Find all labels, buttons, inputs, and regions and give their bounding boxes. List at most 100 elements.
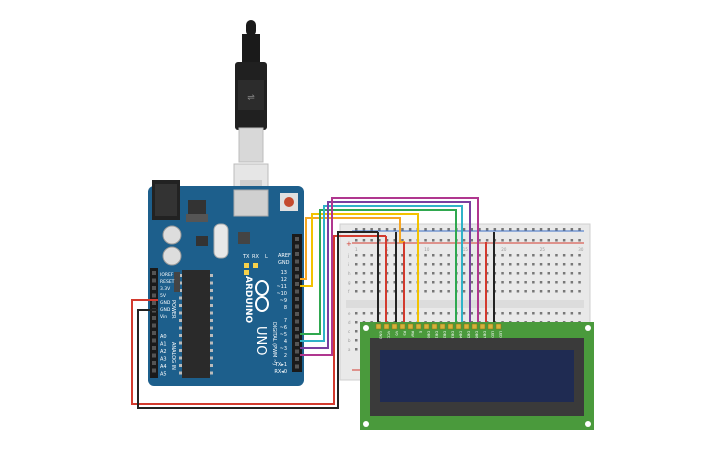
rail-hole[interactable] [555, 228, 558, 231]
lcd-pin[interactable] [439, 323, 446, 330]
bb-hole[interactable] [378, 263, 381, 266]
rail-hole[interactable] [532, 239, 535, 242]
header-hole[interactable] [295, 252, 299, 256]
bb-hole[interactable] [539, 281, 543, 284]
bb-hole[interactable] [447, 254, 450, 257]
bb-hole[interactable] [570, 312, 574, 315]
bb-hole[interactable] [470, 290, 474, 293]
bb-hole[interactable] [509, 290, 512, 293]
bb-hole[interactable] [578, 312, 581, 315]
bb-hole[interactable] [562, 281, 566, 284]
lcd-pin[interactable] [399, 323, 406, 330]
bb-hole[interactable] [501, 263, 504, 266]
bb-hole[interactable] [393, 254, 397, 257]
bb-hole[interactable] [447, 272, 450, 275]
bb-hole[interactable] [401, 254, 404, 257]
lcd-pin[interactable] [495, 323, 502, 330]
lcd-pin[interactable] [407, 323, 414, 330]
rail-hole[interactable] [539, 228, 543, 231]
rail-hole[interactable] [408, 239, 412, 242]
bb-hole[interactable] [478, 281, 481, 284]
rail-hole[interactable] [401, 228, 404, 231]
bb-hole[interactable] [385, 290, 389, 293]
header-hole[interactable] [152, 338, 156, 343]
bb-hole[interactable] [478, 290, 481, 293]
bb-hole[interactable] [524, 290, 527, 293]
bb-hole[interactable] [447, 312, 450, 315]
bb-hole[interactable] [355, 339, 358, 342]
bb-hole[interactable] [362, 312, 366, 315]
lcd-pin[interactable] [455, 323, 462, 330]
header-hole[interactable] [295, 259, 299, 264]
bb-hole[interactable] [478, 254, 481, 257]
bb-hole[interactable] [478, 263, 481, 266]
bb-hole[interactable] [462, 312, 466, 315]
bb-hole[interactable] [516, 263, 520, 266]
bb-hole[interactable] [370, 312, 373, 315]
bb-hole[interactable] [516, 272, 520, 275]
bb-hole[interactable] [570, 263, 574, 266]
rail-hole[interactable] [378, 239, 381, 242]
bb-hole[interactable] [362, 263, 366, 266]
bb-hole[interactable] [462, 290, 466, 293]
bb-hole[interactable] [385, 312, 389, 315]
bb-hole[interactable] [516, 290, 520, 293]
bb-hole[interactable] [370, 263, 373, 266]
bb-hole[interactable] [501, 312, 504, 315]
bb-hole[interactable] [439, 263, 443, 266]
wire-pin5-green[interactable] [300, 209, 457, 335]
header-hole[interactable] [295, 312, 299, 316]
bb-hole[interactable] [432, 281, 435, 284]
bb-hole[interactable] [562, 263, 566, 266]
rail-hole[interactable] [485, 239, 489, 242]
bb-hole[interactable] [439, 290, 443, 293]
rail-hole[interactable] [408, 228, 412, 231]
rail-hole[interactable] [385, 239, 389, 242]
rail-hole[interactable] [562, 239, 566, 242]
bb-hole[interactable] [385, 272, 389, 275]
bb-hole[interactable] [362, 281, 366, 284]
header-hole[interactable] [152, 301, 156, 305]
bb-hole[interactable] [555, 281, 558, 284]
bb-hole[interactable] [485, 290, 489, 293]
header-hole[interactable] [152, 331, 156, 335]
header-hole[interactable] [295, 319, 299, 324]
bb-hole[interactable] [578, 281, 581, 284]
bb-hole[interactable] [470, 272, 474, 275]
bb-hole[interactable] [485, 281, 489, 284]
rail-hole[interactable] [378, 228, 381, 231]
rail-hole[interactable] [478, 228, 481, 231]
rail-hole[interactable] [424, 228, 427, 231]
bb-hole[interactable] [408, 281, 412, 284]
bb-hole[interactable] [509, 263, 512, 266]
bb-hole[interactable] [547, 312, 551, 315]
header-hole[interactable] [152, 353, 156, 358]
rail-hole[interactable] [355, 228, 358, 231]
bb-hole[interactable] [424, 254, 427, 257]
bb-hole[interactable] [401, 272, 404, 275]
bb-hole[interactable] [370, 290, 373, 293]
bb-hole[interactable] [555, 272, 558, 275]
rail-hole[interactable] [570, 228, 574, 231]
rail-hole[interactable] [355, 239, 358, 242]
bb-hole[interactable] [509, 254, 512, 257]
bb-hole[interactable] [447, 263, 450, 266]
bb-hole[interactable] [439, 272, 443, 275]
bb-hole[interactable] [470, 254, 474, 257]
bb-hole[interactable] [370, 281, 373, 284]
header-hole[interactable] [152, 368, 156, 373]
rail-hole[interactable] [578, 239, 581, 242]
bb-hole[interactable] [462, 281, 466, 284]
bb-hole[interactable] [555, 290, 558, 293]
bb-hole[interactable] [524, 272, 527, 275]
lcd-pin[interactable] [383, 323, 390, 330]
rail-hole[interactable] [493, 228, 497, 231]
bb-hole[interactable] [547, 254, 551, 257]
bb-hole[interactable] [355, 348, 358, 351]
bb-hole[interactable] [462, 263, 466, 266]
lcd-pin[interactable] [391, 323, 398, 330]
bb-hole[interactable] [378, 272, 381, 275]
arduino-uno-board[interactable]: TX RX L ARDUINO UNO AREF GND 1312~11~10~… [148, 180, 304, 386]
bb-hole[interactable] [555, 254, 558, 257]
bb-hole[interactable] [524, 254, 527, 257]
